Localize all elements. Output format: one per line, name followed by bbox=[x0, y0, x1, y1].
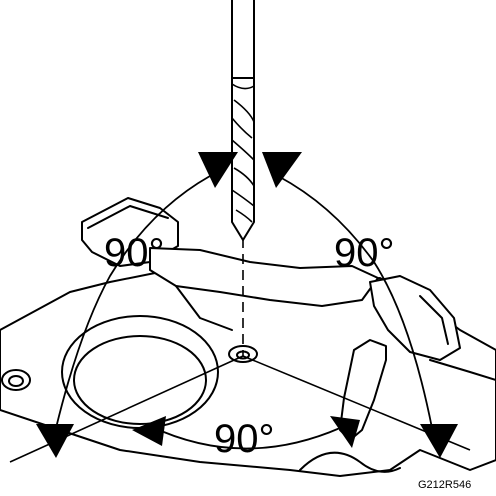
drill-shank bbox=[231, 0, 255, 79]
left-boss-top bbox=[87, 205, 169, 229]
right-flange-edge bbox=[429, 359, 496, 381]
arc-left-vertical bbox=[55, 175, 211, 429]
drill-flute-lines bbox=[231, 83, 255, 223]
right-port bbox=[339, 339, 387, 441]
casting-outline bbox=[0, 197, 496, 477]
angle-label-left: 90° bbox=[104, 231, 165, 275]
arrowhead-upper-right bbox=[262, 152, 302, 188]
arrowhead-lower-right-1 bbox=[330, 416, 360, 448]
arc-bottom-horizontal bbox=[149, 425, 341, 450]
drill-flutes bbox=[231, 77, 255, 241]
arc-right-vertical bbox=[277, 175, 433, 429]
arrowhead-upper-left bbox=[198, 152, 238, 188]
drill-bit bbox=[231, 0, 255, 241]
angle-label-right: 90° bbox=[334, 231, 395, 275]
arrowheads bbox=[36, 152, 458, 458]
large-bore-inner bbox=[73, 335, 207, 425]
center-rib-edge bbox=[175, 285, 233, 331]
angle-label-bottom: 90° bbox=[214, 417, 275, 461]
bolt-hole-left-inner bbox=[8, 375, 24, 387]
arrowhead-lower-right-2 bbox=[420, 424, 458, 458]
lower-right-scallop bbox=[299, 451, 401, 473]
right-boss-detail bbox=[419, 295, 449, 345]
figure-code: G212R546 bbox=[418, 479, 471, 491]
angle-arcs bbox=[55, 175, 433, 450]
arrowhead-lower-left-2 bbox=[132, 416, 166, 446]
arrowhead-lower-left-1 bbox=[36, 424, 74, 458]
